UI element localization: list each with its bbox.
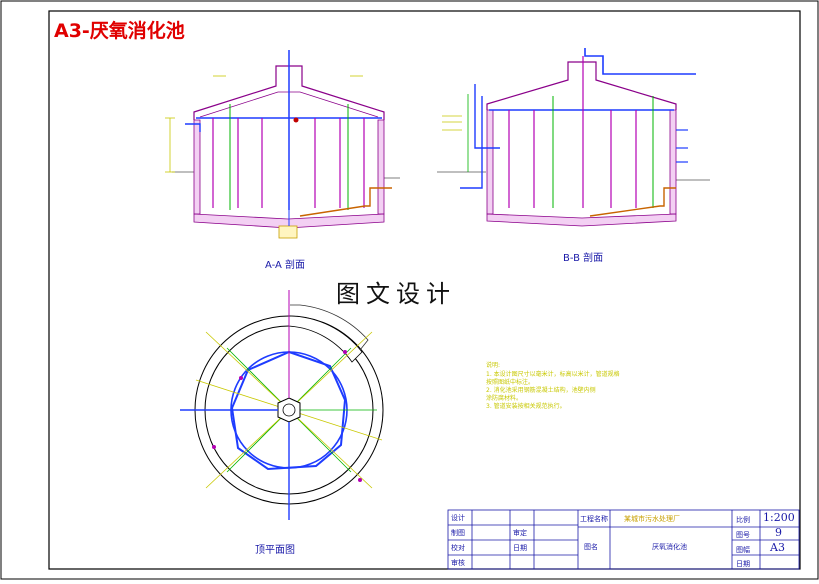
tb-drawing-label: 图名 <box>584 543 598 551</box>
tb-scale-value: 1:200 <box>763 511 795 524</box>
section-aa-drawing <box>165 50 400 239</box>
tb-label-mid-date: 日期 <box>513 544 527 552</box>
tb-sheet-no-label: 图号 <box>736 531 750 539</box>
tb-date-label: 日期 <box>736 560 750 568</box>
notes-line: 3. 管道安装按相关规范执行。 <box>486 403 566 410</box>
tb-size-label: 图幅 <box>736 546 750 554</box>
notes-line: 涂防腐材料。 <box>486 395 523 402</box>
section-bb-drawing <box>437 48 710 227</box>
tb-label-design: 设计 <box>451 514 465 522</box>
tb-label-approve: 审定 <box>513 529 527 537</box>
tb-project-label: 工程名称 <box>580 515 608 523</box>
notes-line: 按照图纸中标注。 <box>486 379 535 386</box>
tb-label-review: 审核 <box>451 559 465 567</box>
tb-size-value: A3 <box>770 541 785 554</box>
drawing-frame <box>48 10 801 570</box>
tb-scale-label: 比例 <box>736 516 750 524</box>
tb-label-check: 校对 <box>451 544 465 552</box>
tb-label-draw: 制图 <box>451 529 465 537</box>
tb-project-name: 某城市污水处理厂 <box>624 515 680 523</box>
notes-heading: 说明: <box>486 362 501 369</box>
plan-caption: 顶平面图 <box>255 545 295 556</box>
title-block-frame <box>447 509 800 570</box>
watermark-text: 图文设计 <box>336 280 456 308</box>
plan-drawing <box>180 290 384 520</box>
section-bb-caption: B-B 剖面 <box>563 253 604 264</box>
sheet-title: A3-厌氧消化池 <box>54 20 185 42</box>
tb-sheet-no-value: 9 <box>775 526 782 539</box>
tb-drawing-name: 厌氧消化池 <box>652 543 687 551</box>
notes-line: 1. 本设计图尺寸以毫米计，标高以米计，管道规格 <box>486 371 620 378</box>
notes-line: 2. 消化池采用钢筋混凝土结构，池壁内侧 <box>486 387 596 394</box>
section-aa-caption: A-A 剖面 <box>265 260 306 271</box>
